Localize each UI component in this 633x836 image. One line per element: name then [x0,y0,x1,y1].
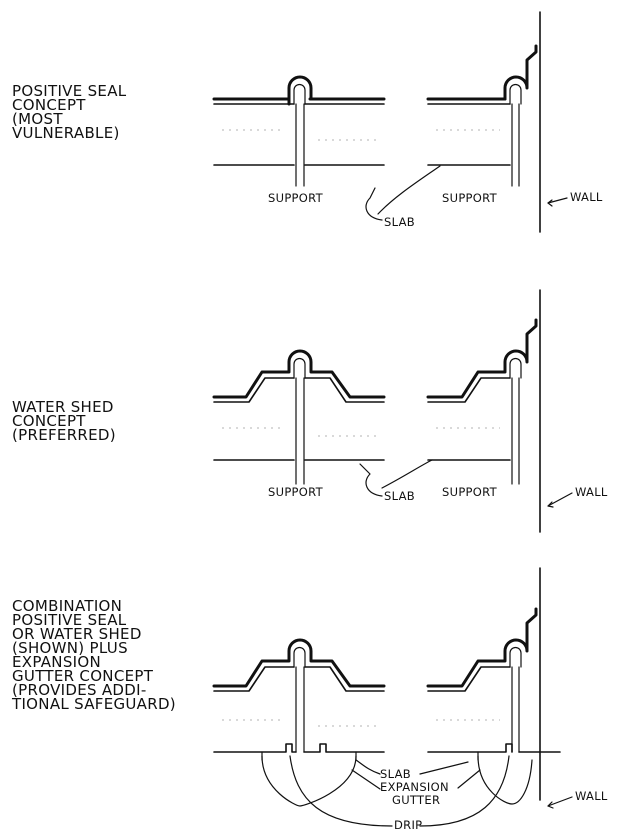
panel1-slab-label: SLAB [384,215,415,229]
panel3-title-line-7: (PROVIDES ADDI- [12,681,147,699]
panel3-wall-label: WALL [575,789,608,803]
panel3-left-expansion-gutter [261,755,357,807]
panel1-right-seal-inner [509,83,522,105]
panel2-slab-label: SLAB [384,489,415,503]
panel2-slab-leader-left [359,463,383,497]
panel1-right-slab [426,11,541,233]
panel3-expansion-leader-right [457,769,481,789]
panel3-right-slab [426,567,561,801]
panel3-slab-label: SLAB [380,767,411,781]
panel3-title-line-6: GUTTER CONCEPT [12,667,154,685]
panel2-right-cant-inner [427,377,511,403]
panel3-slab-leader-right [419,761,469,775]
panel3-expansion-leader-left [351,769,381,790]
panel1-slab-leader-right [377,165,441,215]
panel3-right-cant-inner [427,666,511,692]
panel3-left-slab-bottom-drips [213,743,385,753]
panel3-right-joint-walls [511,666,520,753]
panel3-title-line-3: OR WATER SHED [12,625,142,643]
panel1-left-slab [212,75,386,187]
panel1-left-support-post [295,103,305,187]
panel1-center-seal-dome [287,75,313,101]
panel2-right-slab [426,289,541,533]
panel-positive-seal: POSITIVE SEAL CONCEPT (MOST VULNERABLE) [12,11,603,233]
panel3-title-line-4: (SHOWN) PLUS [12,639,128,657]
panel1-right-seal-flashing [503,44,538,101]
panel2-left-slab [212,349,386,485]
panel2-right-seal-inner [509,357,522,379]
panel3-left-joint-walls [295,666,305,753]
panel-combination: COMBINATION POSITIVE SEAL OR WATER SHED … [11,567,608,832]
panel2-left-cant-inner [213,377,385,403]
panel-water-shed: WATER SHED CONCEPT (PREFERRED) SUPPORT S… [12,289,608,533]
panel3-title-line-1: COMBINATION [12,597,122,615]
panel1-wall-label: WALL [570,190,603,204]
panel2-left-slab-texture [222,427,376,437]
panel2-right-support-post [511,377,520,485]
panel2-slab-leader-right [381,459,433,489]
panel1-title-line-2: CONCEPT [12,96,86,114]
panel3-left-slab-texture [222,719,376,727]
panel2-wall-arrowhead [547,501,554,508]
panel3-left-seal-inner [293,646,306,668]
panel1-title-line-4: VULNERABLE) [12,124,120,142]
panel1-wall-leader [547,197,568,204]
panel2-left-watershed-membrane [212,349,386,399]
panel2-title-line-3: (PREFERRED) [12,426,116,444]
panel1-title-line-1: POSITIVE SEAL [12,82,127,100]
panel3-drip-label: DRIP [394,818,422,832]
panel3-left-slab [212,638,386,761]
panel2-left-seal-inner [293,357,306,379]
panel2-wall-leader [547,492,573,507]
panel2-title-line-1: WATER SHED [12,398,114,416]
panel3-title-line-2: POSITIVE SEAL [12,611,127,629]
panel1-support-left-label: SUPPORT [268,191,324,205]
panel1-slab-leader-left [365,187,383,221]
panel3-left-gutter-hangers [261,751,357,761]
panel1-title-line-3: (MOST [12,110,63,128]
panel2-right-watershed-flashing [426,318,538,399]
panel1-right-support-post [511,103,520,187]
panel2-title-line-2: CONCEPT [12,412,86,430]
panel3-expansion-label: EXPANSION [380,780,449,794]
panel3-left-cant-inner [213,666,385,692]
panel3-drip-leader-left [289,755,393,827]
panel3-title-line-8: TIONAL SAFEGUARD) [11,695,176,713]
panel1-wall-arrowhead [547,199,553,207]
panel3-left-watershed-membrane [212,638,386,688]
panel3-right-expansion-gutter [477,755,533,805]
panel1-center-seal-inner [293,83,306,105]
panel3-gutter-label: GUTTER [392,793,440,807]
panel2-support-left-label: SUPPORT [268,485,324,499]
panel3-slab-leader-left [355,759,381,775]
panel1-support-right-label: SUPPORT [442,191,498,205]
panel3-right-watershed-flashing [426,607,538,688]
panel2-left-support-post [295,377,305,485]
panel3-wall-leader [547,796,573,807]
panel1-left-slab-texture [222,129,376,141]
panel3-title-line-5: EXPANSION [12,653,101,671]
panel2-support-right-label: SUPPORT [442,485,498,499]
panel3-right-seal-inner [509,646,522,668]
panel3-drip-leader-right [419,755,510,827]
panel2-wall-label: WALL [575,485,608,499]
panel3-wall-arrowhead [547,801,554,809]
